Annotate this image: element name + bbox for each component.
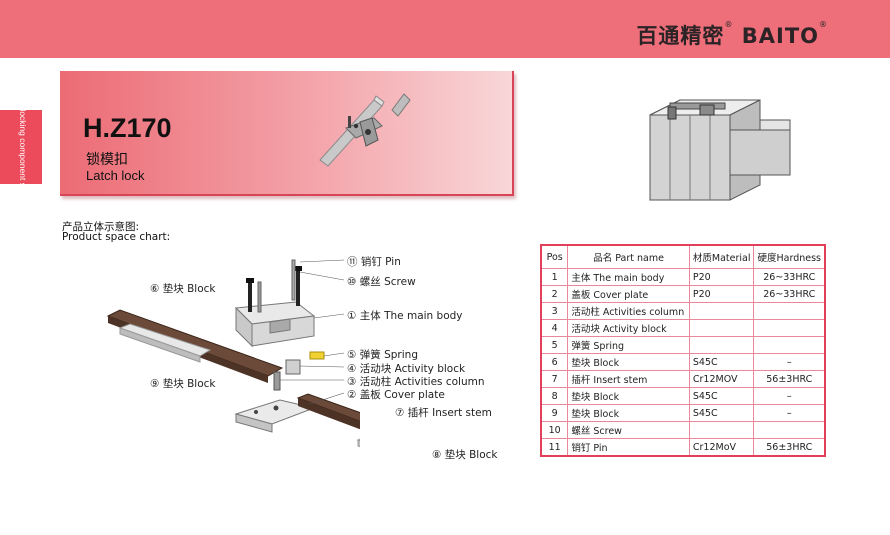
cell-pos: 9 — [540, 404, 569, 422]
brand-logo: 百通精密® BAITO® — [636, 20, 828, 48]
callout-5: ⑤ 弹簧 Spring — [347, 349, 418, 361]
callout-1: ① 主体 The main body — [347, 310, 463, 322]
cell-part-name: 活动柱 Activities column — [567, 302, 690, 320]
cell-material: Cr12MoV — [688, 438, 755, 457]
cell-part-name: 弹簧 Spring — [567, 336, 690, 354]
cell-part-name: 活动块 Activity block — [567, 319, 690, 337]
cell-part-name: 销钉 Pin — [567, 438, 690, 457]
cell-pos: 5 — [540, 336, 569, 354]
cell-material — [688, 302, 755, 320]
cell-material: P20 — [688, 268, 755, 286]
cell-hardness: – — [753, 387, 826, 405]
cell-hardness — [753, 302, 826, 320]
callout-11: ⑪ 销钉 Pin — [347, 256, 401, 268]
exploded-view-diagram — [106, 259, 360, 448]
cell-hardness: 26~33HRC — [753, 268, 826, 286]
cell-pos: 8 — [540, 387, 569, 405]
cell-pos: 6 — [540, 353, 569, 371]
caption-cn: 产品立体示意图: — [62, 221, 140, 233]
cell-material: S45C — [688, 387, 755, 405]
cell-material: S45C — [688, 353, 755, 371]
cell-part-name: 盖板 Cover plate — [567, 285, 690, 303]
product-banner — [60, 71, 514, 196]
product-name-cn: 锁模扣 — [86, 152, 128, 168]
mold-assembly-image — [649, 99, 791, 201]
cell-hardness — [753, 336, 826, 354]
series-side-tab-label: Mold locking component series — [18, 88, 28, 206]
cell-hardness: – — [753, 353, 826, 371]
cell-pos: 11 — [540, 438, 569, 457]
col-part-name: 品名 Part name — [567, 244, 690, 269]
callout-2: ② 盖板 Cover plate — [347, 389, 445, 401]
col-pos: Pos — [540, 244, 569, 269]
latch-lock-product-image — [319, 93, 411, 167]
cell-material: P20 — [688, 285, 755, 303]
cell-material — [688, 319, 755, 337]
cell-hardness: – — [753, 404, 826, 422]
cell-part-name: 垫块 Block — [567, 404, 690, 422]
cell-material — [688, 421, 755, 439]
product-model: H.Z170 — [83, 113, 172, 143]
cell-part-name: 螺丝 Screw — [567, 421, 690, 439]
col-hardness: 硬度Hardness — [753, 244, 826, 269]
cell-material: S45C — [688, 404, 755, 422]
cell-part-name: 主体 The main body — [567, 268, 690, 286]
cell-pos: 4 — [540, 319, 569, 337]
header-bar: 百通精密® BAITO® — [0, 0, 890, 58]
cell-pos: 10 — [540, 421, 569, 439]
callout-3: ③ 活动柱 Activities column — [347, 376, 485, 388]
cell-pos: 7 — [540, 370, 569, 388]
cell-hardness: 56±3HRC — [753, 370, 826, 388]
cell-part-name: 垫块 Block — [567, 353, 690, 371]
caption-en: Product space chart: — [62, 231, 171, 243]
brand-name-en: BAITO — [741, 24, 819, 48]
cell-hardness — [753, 319, 826, 337]
cell-pos: 2 — [540, 285, 569, 303]
callout-6: ⑥ 垫块 Block — [150, 283, 216, 295]
cell-hardness: 26~33HRC — [753, 285, 826, 303]
callout-10: ⑩ 螺丝 Screw — [347, 276, 416, 288]
cell-part-name: 插杆 Insert stem — [567, 370, 690, 388]
cell-material: Cr12MOV — [688, 370, 755, 388]
product-name-en: Latch lock — [86, 168, 145, 183]
brand-name-cn: 百通精密 — [636, 24, 725, 48]
cell-material — [688, 336, 755, 354]
cell-pos: 3 — [540, 302, 569, 320]
series-side-tab: Mold locking component series — [0, 89, 42, 205]
cell-pos: 1 — [540, 268, 569, 286]
callout-7: ⑦ 插杆 Insert stem — [395, 407, 492, 419]
cell-part-name: 垫块 Block — [567, 387, 690, 405]
parts-table: Pos 品名 Part name 材质Material 硬度Hardness 1… — [540, 244, 826, 457]
table-header-row: Pos 品名 Part name 材质Material 硬度Hardness — [540, 244, 826, 269]
cell-hardness: 56±3HRC — [753, 438, 826, 457]
callout-4: ④ 活动块 Activity block — [347, 363, 466, 375]
callout-8: ⑧ 垫块 Block — [432, 449, 498, 461]
col-material: 材质Material — [688, 244, 755, 269]
cell-hardness — [753, 421, 826, 439]
callout-9: ⑨ 垫块 Block — [150, 378, 216, 390]
